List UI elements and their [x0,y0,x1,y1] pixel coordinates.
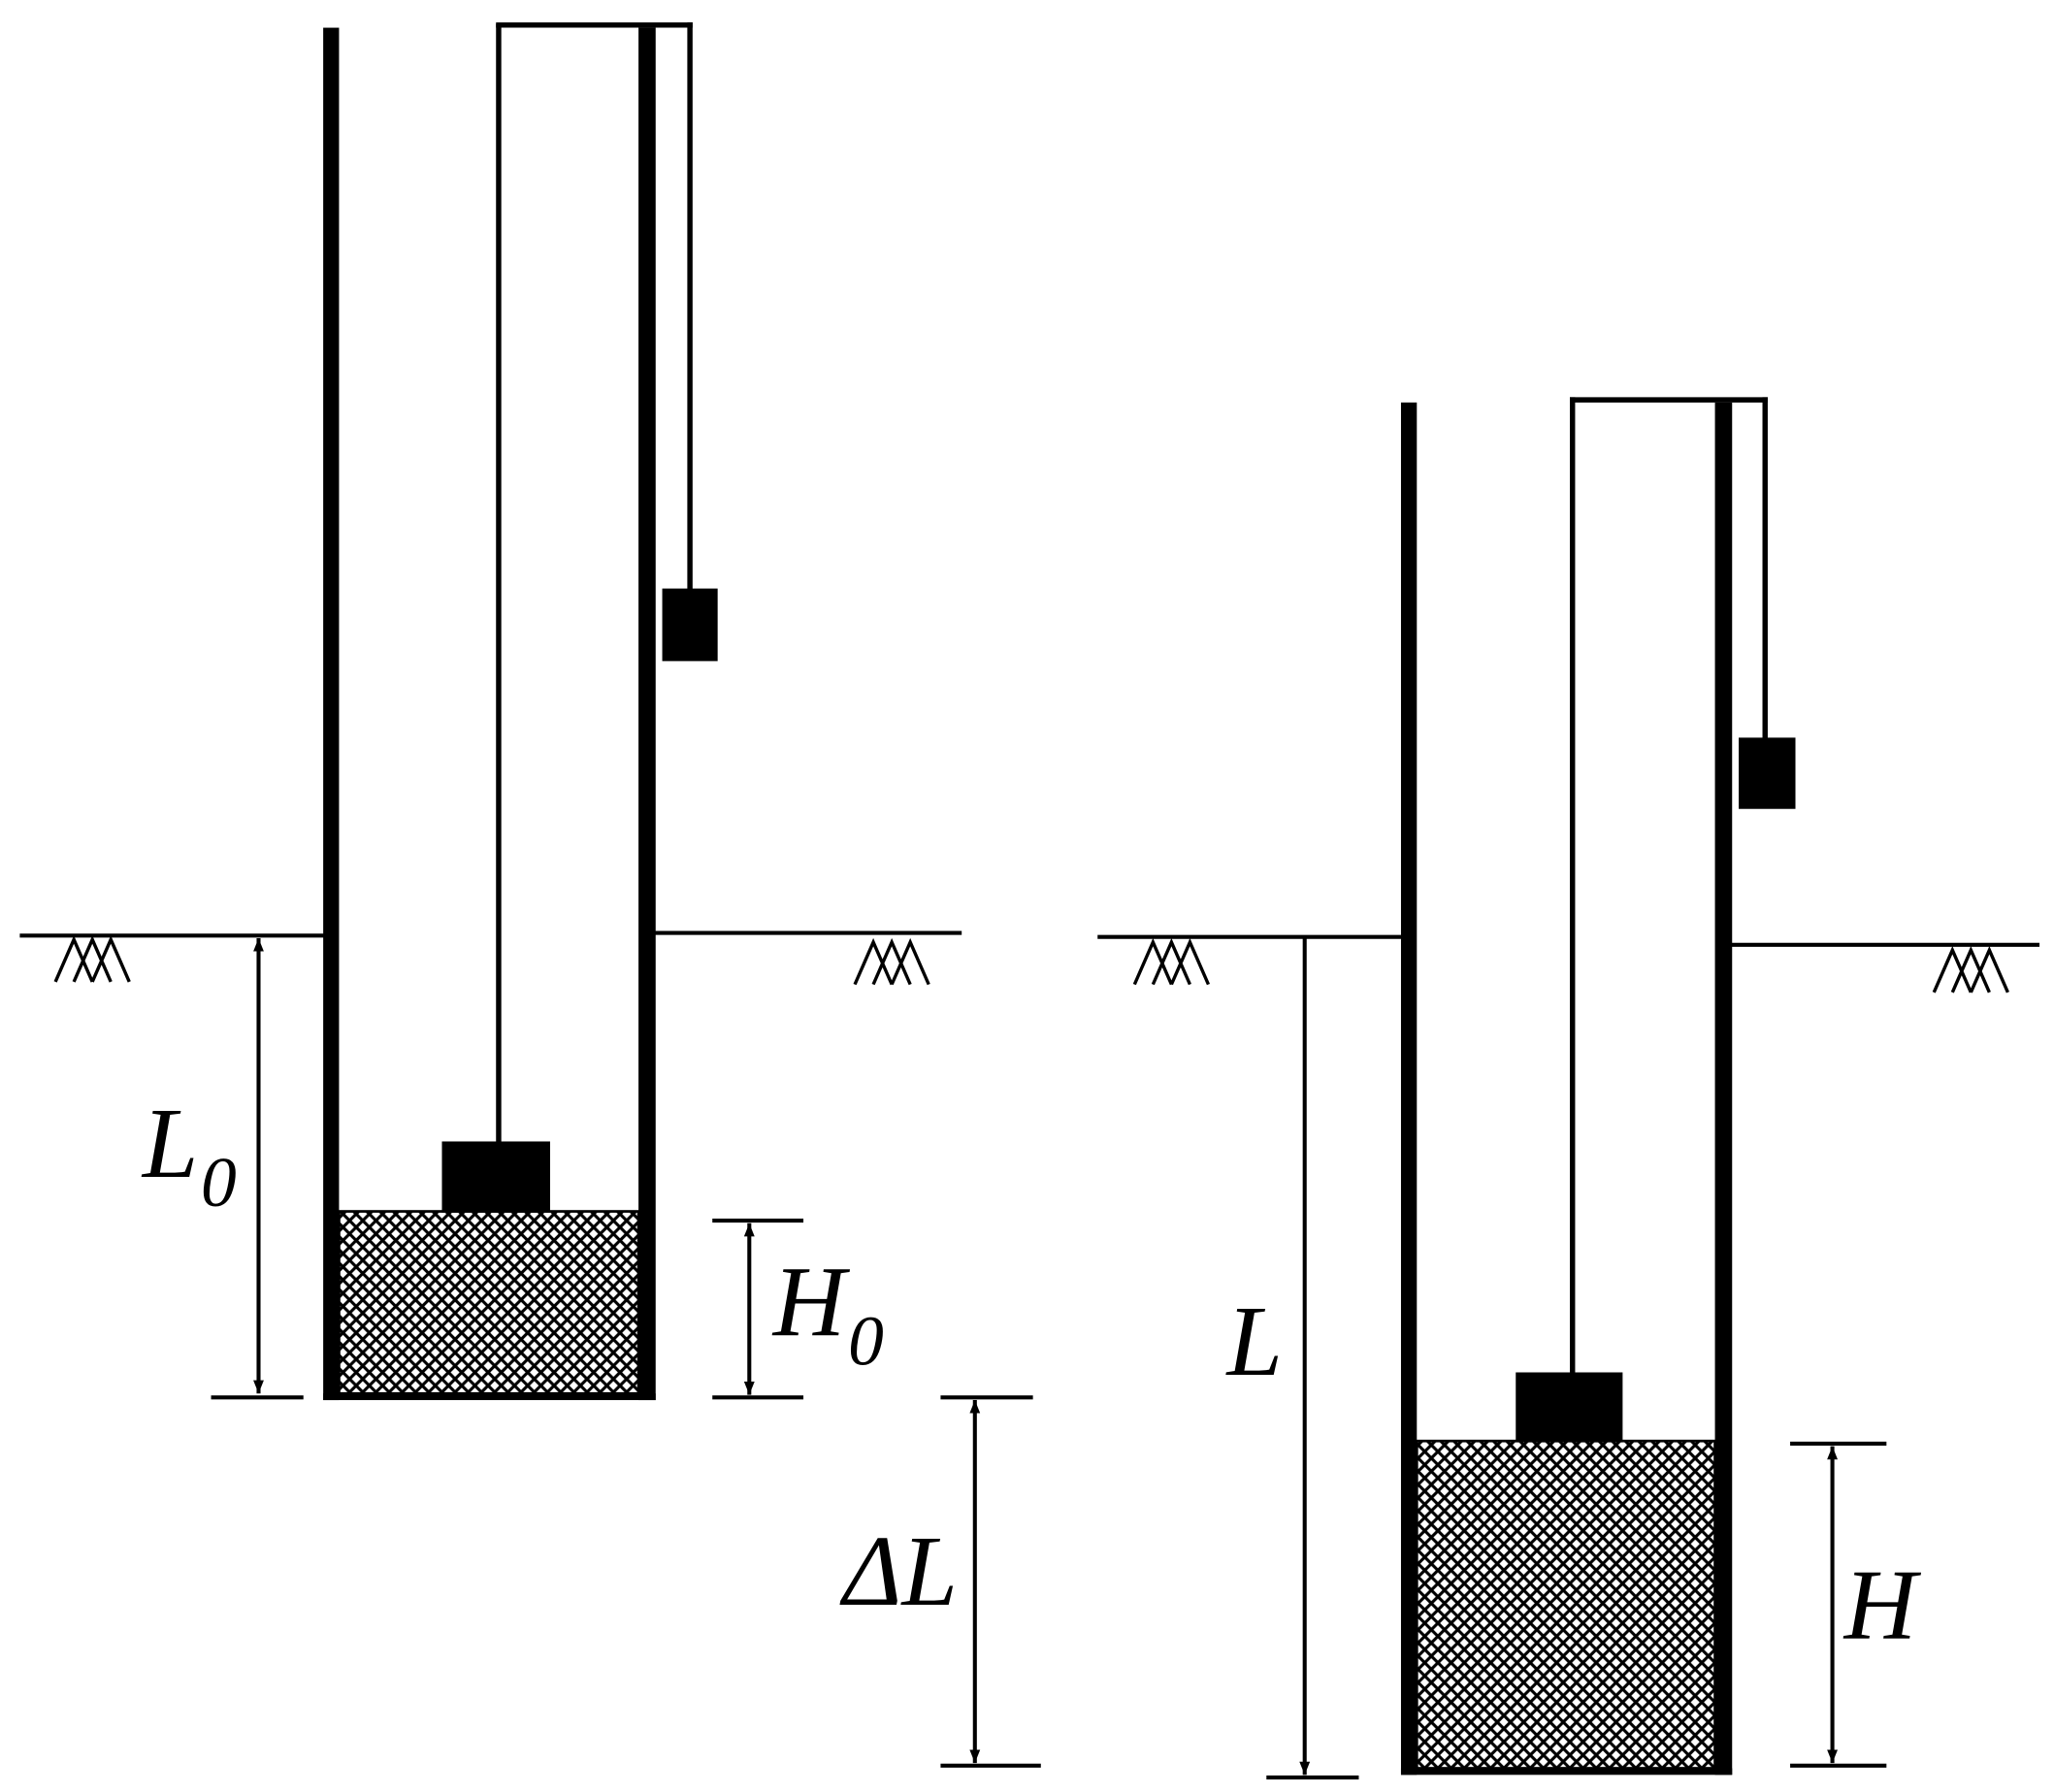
probe-weight [1516,1372,1623,1443]
initial-state: L0 H0 [19,22,962,1401]
label-h0: H [771,1247,851,1357]
label-h0-subscript: 0 [848,1301,884,1380]
ground-symbol-icon [1132,937,2009,994]
svg-text:L0: L0 [141,1089,237,1222]
probe-assembly-left [441,22,718,1213]
svg-text:H0: H0 [771,1247,884,1380]
sediment-layer-right [1415,1439,1716,1770]
label-h: H [1842,1550,1922,1661]
settled-state: L H [1097,397,2040,1780]
dimension-h0 [712,1219,804,1400]
dimension-delta-l [940,1395,1041,1768]
dimension-l0 [211,938,304,1400]
counterweight [1739,737,1796,809]
ground-symbol-icon [53,935,930,986]
casing-right [1400,402,1733,1776]
dimension-h [1790,1441,1887,1768]
casing-left [323,27,656,1401]
label-delta-l: ΔL [839,1516,958,1627]
sediment-layer-left [338,1210,640,1395]
probe-weight [441,1141,550,1213]
dimension-l [1266,936,1359,1780]
ground-surface-right [1097,934,2040,947]
label-l0-subscript: 0 [201,1143,237,1222]
probe-assembly-right [1516,397,1796,1443]
counterweight [662,588,718,662]
label-l: L [1224,1287,1282,1397]
label-l0: L [141,1089,198,1199]
ground-surface-left [19,930,962,938]
